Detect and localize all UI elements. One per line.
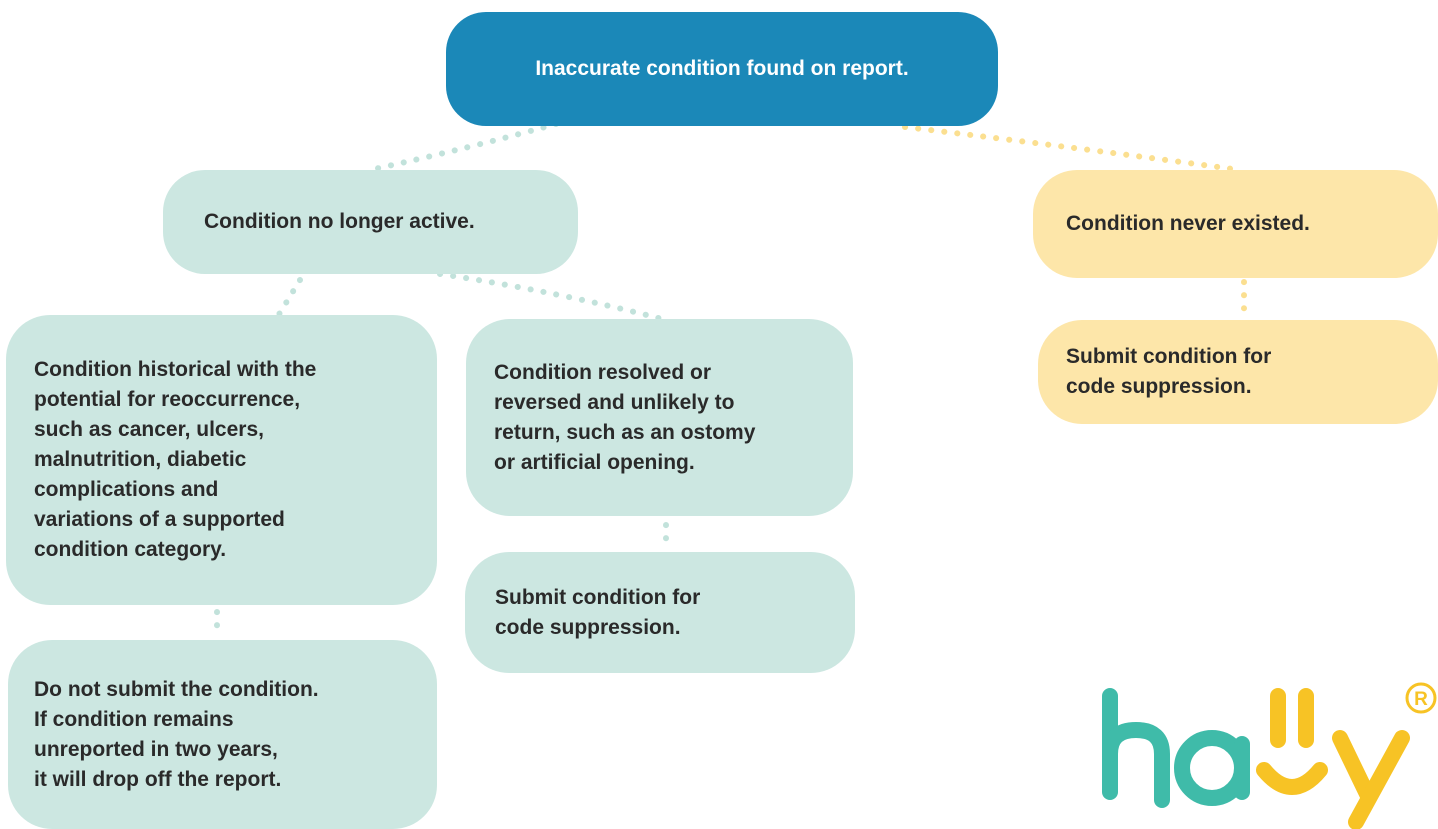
no-longer-active-node: Condition no longer active. bbox=[163, 170, 578, 274]
smile-logo-icon bbox=[1256, 762, 1328, 795]
connector-no-longer-active-to-resolved bbox=[437, 271, 669, 323]
trademark-mark: R bbox=[1414, 689, 1428, 710]
resolved-node: Condition resolved or reversed and unlik… bbox=[466, 319, 853, 516]
historical-action-label: Do not submit the condition. If conditio… bbox=[34, 677, 319, 791]
no-longer-active-label: Condition no longer active. bbox=[204, 210, 475, 233]
historical-label: Condition historical with the potential … bbox=[34, 358, 317, 561]
resolved-action-label: Submit condition for code suppression. bbox=[495, 585, 701, 639]
historical-node: Condition historical with the potential … bbox=[6, 315, 437, 605]
root-node: Inaccurate condition found on report. bbox=[446, 12, 998, 126]
connector-root-to-never-existed bbox=[902, 124, 1243, 173]
never-existed-action-node: Submit condition for code suppression. bbox=[1038, 320, 1438, 424]
historical-action-node: Do not submit the condition. If conditio… bbox=[8, 640, 437, 829]
never-existed-label: Condition never existed. bbox=[1066, 212, 1310, 235]
resolved-label: Condition resolved or reversed and unlik… bbox=[494, 360, 756, 474]
resolved-action-node: Submit condition for code suppression. bbox=[465, 552, 855, 673]
root-node-label: Inaccurate condition found on report. bbox=[535, 57, 909, 80]
never-existed-action-label: Submit condition for code suppression. bbox=[1066, 345, 1272, 398]
connector-no-longer-active-to-historical bbox=[275, 277, 303, 319]
never-existed-node: Condition never existed. bbox=[1033, 170, 1438, 278]
hally-logo: R bbox=[1102, 682, 1437, 829]
connector-root-to-no-longer-active bbox=[367, 121, 559, 173]
